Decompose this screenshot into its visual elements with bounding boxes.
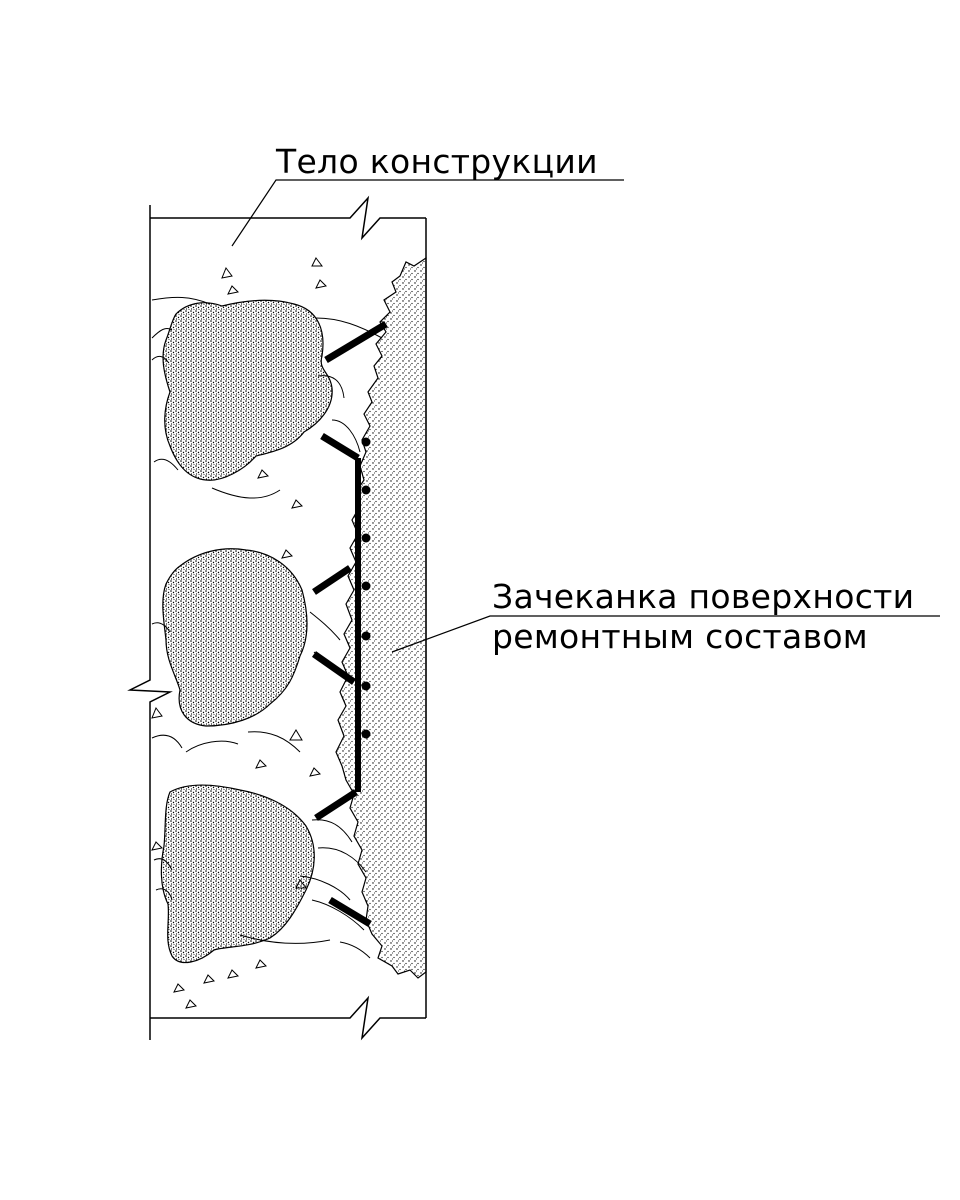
reinforcement-anchors (311, 320, 388, 928)
label-surface-caulking-line1: Зачеканка поверхности (492, 577, 915, 616)
label-structure-body: Тело конструкции (276, 142, 598, 181)
stone-middle (162, 548, 308, 727)
fixing-dots (361, 437, 371, 739)
label-surface-caulking: Зачеканка поверхности ремонтным составом (492, 577, 914, 657)
stone-bottom (160, 784, 315, 964)
stone-top (162, 299, 333, 481)
aggregate-triangles (151, 257, 328, 1009)
label-surface-caulking-line2: ремонтным составом (492, 617, 869, 656)
leader-structure-body (231, 179, 624, 247)
repair-compound-layer (335, 256, 427, 979)
aggregate-stones (160, 299, 333, 964)
